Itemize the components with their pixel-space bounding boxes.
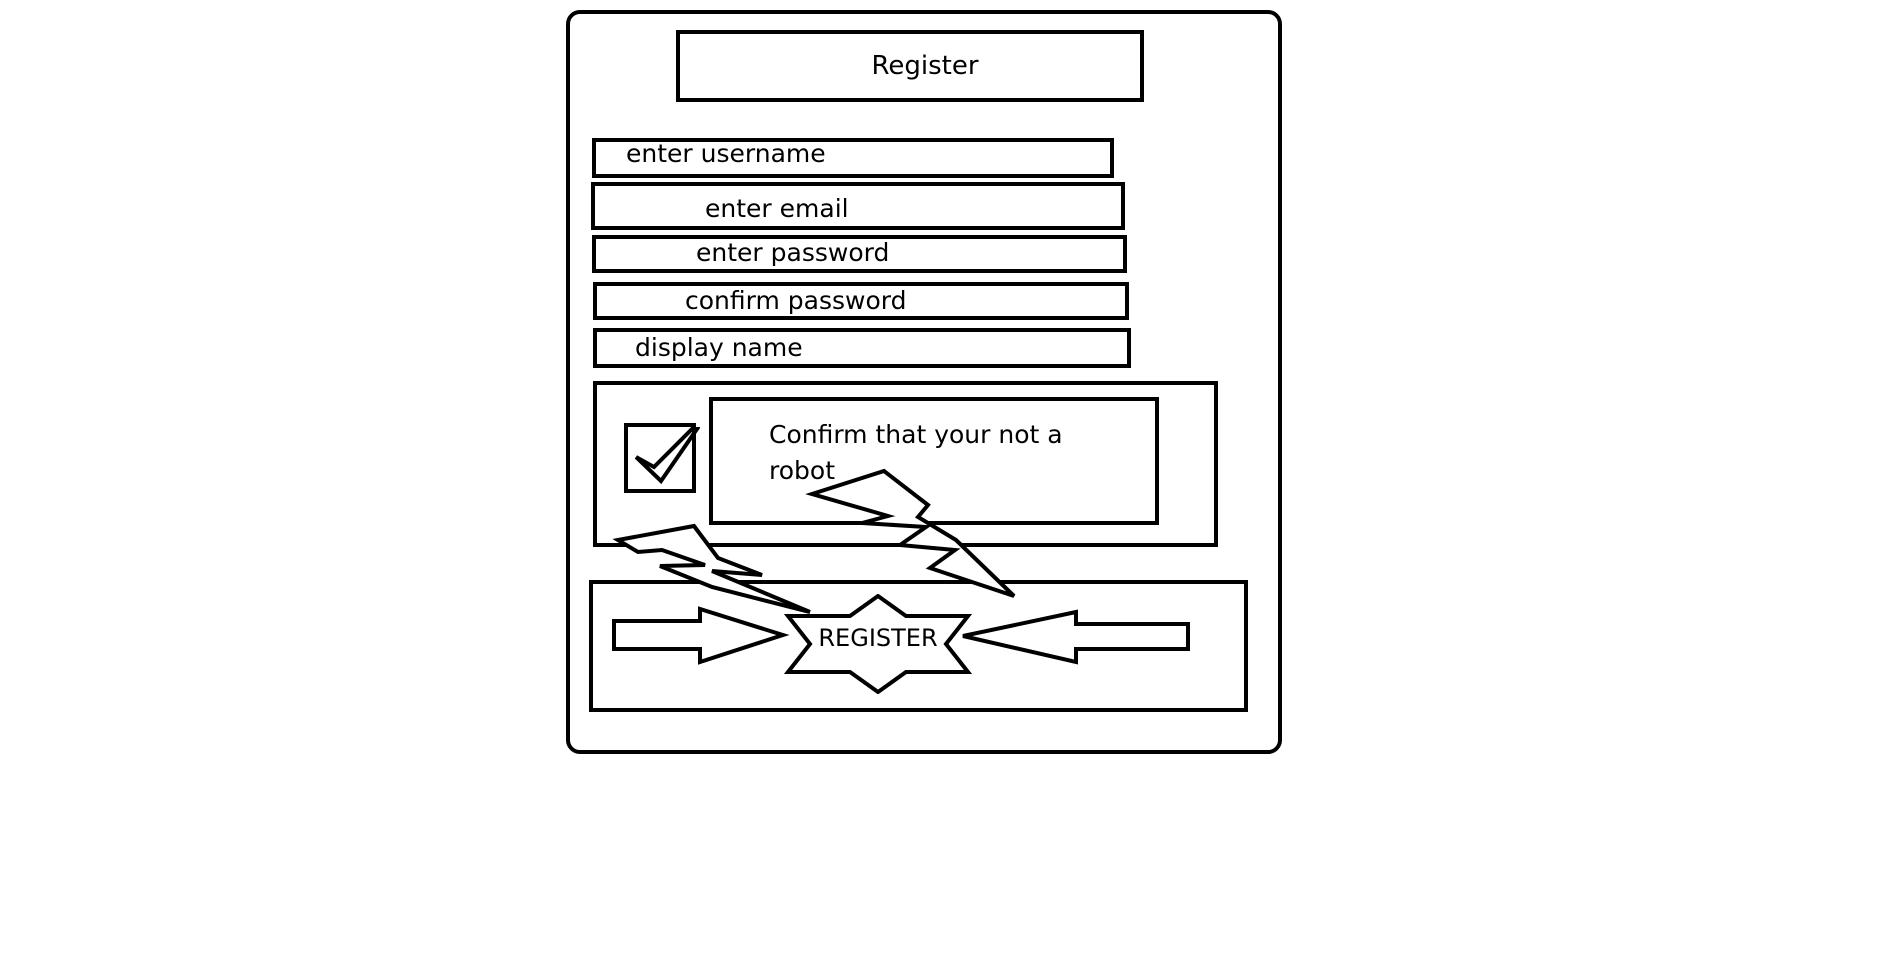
- password-placeholder: enter password: [696, 237, 890, 267]
- display-name-field[interactable]: display name: [593, 328, 1131, 368]
- captcha-label: Confirm that your not a robot: [769, 420, 1063, 485]
- confirm-password-placeholder: confirm password: [685, 285, 907, 315]
- username-placeholder: enter username: [626, 138, 826, 168]
- star-burst-icon: [783, 594, 973, 694]
- register-button[interactable]: REGISTER: [780, 594, 976, 694]
- username-field[interactable]: enter username: [592, 138, 1114, 178]
- checkmark-icon: [634, 411, 710, 485]
- email-field[interactable]: enter email: [591, 182, 1125, 230]
- page-title: Register: [871, 51, 979, 81]
- captcha-label-box: Confirm that your not a robot: [709, 397, 1159, 525]
- email-placeholder: enter email: [705, 193, 849, 223]
- register-window-frame: [566, 10, 1282, 754]
- register-button-label: REGISTER: [818, 624, 938, 652]
- robot-checkbox[interactable]: [624, 411, 710, 493]
- page-title-box: Register: [676, 30, 1144, 102]
- confirm-password-field[interactable]: confirm password: [593, 282, 1129, 320]
- password-field[interactable]: enter password: [592, 235, 1127, 273]
- display-name-placeholder: display name: [635, 332, 803, 362]
